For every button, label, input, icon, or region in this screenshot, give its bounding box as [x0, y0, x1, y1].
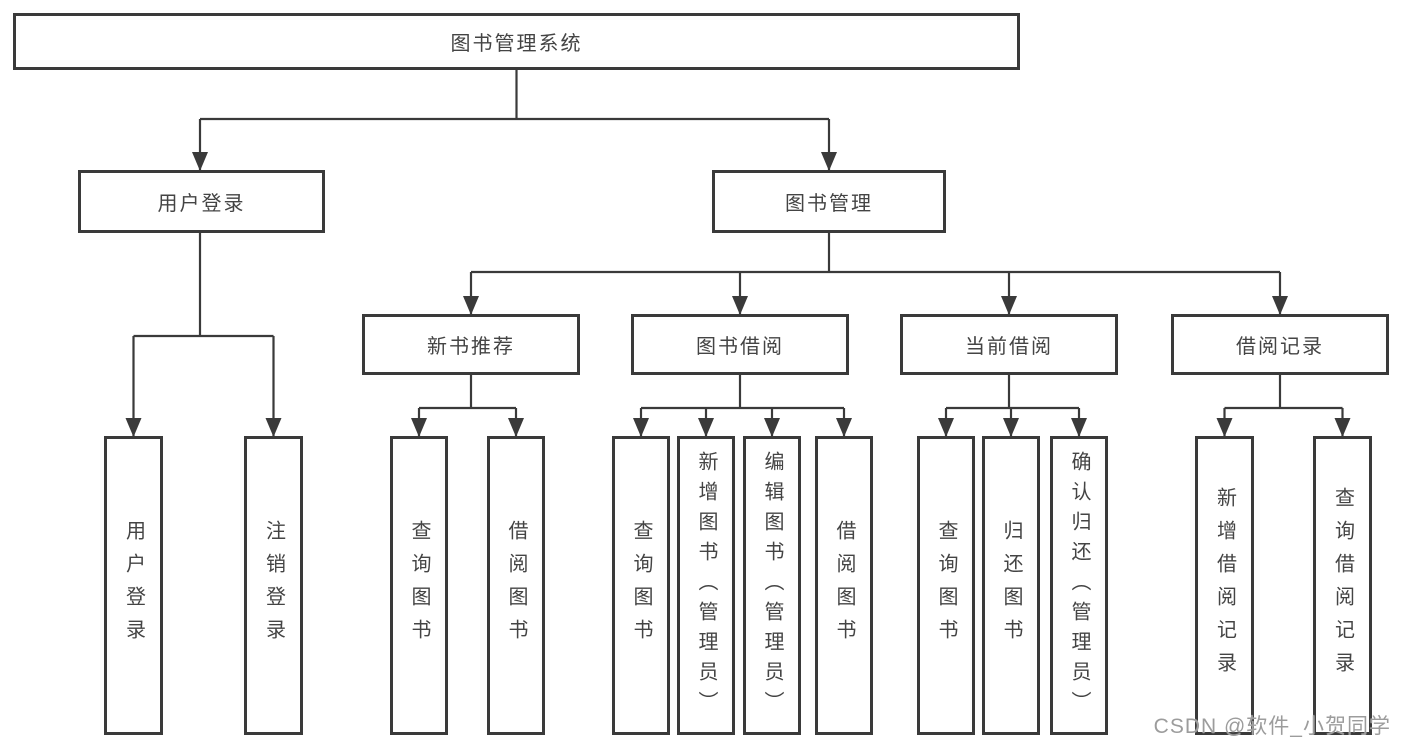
node-book-borrow: 图书借阅 [631, 314, 849, 375]
leaf-current-query-books-label: 查询图书 [935, 519, 957, 652]
node-root-label: 图书管理系统 [450, 33, 583, 55]
node-current-borrow-label: 当前借阅 [965, 336, 1053, 358]
leaf-borrow-query-books-label: 查询图书 [630, 519, 652, 652]
watermark: CSDN @软件_小贺同学 [1153, 715, 1391, 738]
node-new-book-recommend-label: 新书推荐 [427, 336, 515, 358]
connector-user-login-to-leaves [125, 233, 282, 437]
node-book-borrow-label: 图书借阅 [696, 336, 784, 358]
leaf-current-query-books: 查询图书 [917, 436, 975, 735]
leaf-logout-action-label: 注销登录 [262, 519, 285, 652]
leaf-recommend-borrow-books-label: 借阅图书 [505, 519, 527, 652]
leaf-record-add-record: 新增借阅记录 [1195, 436, 1254, 735]
leaf-borrow-borrow-books-label: 借阅图书 [833, 519, 855, 652]
leaf-recommend-query-books-label: 查询图书 [408, 519, 430, 652]
leaf-current-confirm-return-admin: 确认归还（管理员） [1050, 436, 1108, 735]
leaf-borrow-edit-books-admin: 编辑图书（管理员） [743, 436, 801, 735]
leaf-current-confirm-return-admin-label: 确认归还（管理员） [1068, 450, 1090, 721]
leaf-current-return-books: 归还图书 [982, 436, 1040, 735]
leaf-user-login-action: 用户登录 [104, 436, 163, 735]
node-book-management: 图书管理 [712, 170, 946, 233]
leaf-borrow-borrow-books: 借阅图书 [815, 436, 873, 735]
leaf-borrow-query-books: 查询图书 [612, 436, 670, 735]
leaf-record-query-record: 查询借阅记录 [1313, 436, 1372, 735]
connector-book-borrow-to-leaves [633, 375, 852, 437]
leaf-user-login-action-label: 用户登录 [122, 519, 145, 652]
node-user-login-label: 用户登录 [157, 193, 246, 215]
connector-new-book-recommend-to-leaves [411, 375, 524, 437]
leaf-logout-action: 注销登录 [244, 436, 303, 735]
leaf-borrow-edit-books-admin-label: 编辑图书（管理员） [761, 450, 783, 721]
connector-book-management-to-modules [463, 233, 1288, 315]
leaf-borrow-add-books-admin: 新增图书（管理员） [677, 436, 735, 735]
connector-root-to-branches [192, 70, 837, 171]
leaf-recommend-borrow-books: 借阅图书 [487, 436, 545, 735]
node-book-management-label: 图书管理 [785, 193, 873, 215]
leaf-current-return-books-label: 归还图书 [1000, 519, 1022, 652]
leaf-recommend-query-books: 查询图书 [390, 436, 448, 735]
node-user-login: 用户登录 [78, 170, 325, 233]
node-borrow-record: 借阅记录 [1171, 314, 1389, 375]
node-root-library-system: 图书管理系统 [13, 13, 1020, 70]
connector-borrow-record-to-leaves [1216, 375, 1351, 437]
node-current-borrow: 当前借阅 [900, 314, 1118, 375]
leaf-record-query-record-label: 查询借阅记录 [1331, 486, 1354, 685]
leaf-borrow-add-books-admin-label: 新增图书（管理员） [695, 450, 717, 721]
connector-current-borrow-to-leaves [938, 375, 1087, 437]
leaf-record-add-record-label: 新增借阅记录 [1213, 486, 1236, 685]
node-borrow-record-label: 借阅记录 [1236, 336, 1324, 358]
node-new-book-recommend: 新书推荐 [362, 314, 580, 375]
